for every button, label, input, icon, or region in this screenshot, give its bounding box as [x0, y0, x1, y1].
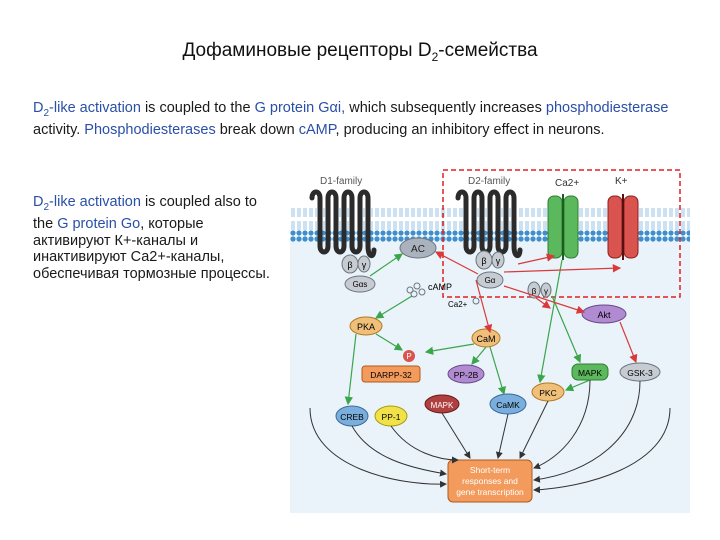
d1-family-label: D1-family — [320, 176, 362, 187]
outcome-line-3: gene transcription — [456, 487, 524, 497]
pp2b-label: PP-2B — [454, 370, 479, 380]
d2-beta-label: β — [481, 256, 486, 266]
gamma2-node — [540, 282, 552, 298]
d1-gamma — [357, 255, 371, 273]
phospho-label: P — [406, 352, 411, 361]
phosphodiesterase-link: phosphodiesterase — [545, 100, 669, 116]
gsk3-label: GSK-3 — [627, 368, 653, 378]
akt-node — [581, 304, 627, 324]
pkc-label: PKC — [539, 388, 556, 398]
camp-link: cAMP — [298, 121, 336, 138]
ca-channel-label: Ca2+ — [555, 178, 579, 189]
cam-label: CaM — [476, 334, 495, 344]
outcome-box — [447, 459, 533, 503]
gai-label: Gα — [485, 276, 496, 285]
description-paragraph: D2-like activation is coupled to the G p… — [33, 100, 669, 138]
darpp-node — [361, 365, 421, 383]
d2-highlight-box — [442, 169, 681, 298]
camp-label: cAMP — [428, 282, 452, 292]
darpp-label: DARPP-32 — [370, 370, 412, 380]
gamma2-label: γ — [544, 287, 548, 296]
go-protein-link: G protein Go — [57, 216, 141, 233]
beta2-label: β — [532, 287, 537, 296]
side-paragraph: D2-like activation is coupled also to th… — [33, 194, 270, 282]
mapk-label: MAPK — [578, 368, 602, 378]
d2-gamma-label: γ — [496, 256, 501, 266]
phosphodiesterases-link: Phosphodiesterases — [84, 121, 216, 138]
pka-label: PKA — [357, 322, 375, 332]
activation-arrows — [344, 253, 591, 406]
pka-node — [349, 316, 383, 336]
d2-gamma — [491, 251, 505, 269]
ac-label: AC — [411, 244, 425, 255]
d2-receptor — [455, 189, 523, 258]
beta2-node — [527, 281, 541, 299]
d2-term: D2-like activation — [33, 100, 141, 119]
outcome-line-2: responses and — [462, 476, 518, 486]
pp1-label: PP-1 — [382, 412, 401, 422]
ca-ion-label: Ca2+ — [448, 300, 468, 309]
pp2b-node — [447, 364, 485, 384]
gas-label: Gαs — [353, 280, 368, 289]
outcome-line-1: Short-term — [470, 465, 510, 475]
d1-gamma-label: γ — [362, 260, 367, 270]
ca-ion-dot — [472, 297, 480, 305]
dopamine-signaling-diagram: D1-family D2-family Ca2+ K+ AC β γ Gαs β… — [290, 168, 690, 513]
d2-family-label: D2-family — [468, 176, 510, 187]
d1-receptor — [309, 189, 377, 258]
potassium-channel — [607, 194, 639, 260]
creb-label: CREB — [340, 412, 364, 422]
mapk-dark-label: MAPK — [431, 401, 454, 410]
k-channel-label: K+ — [615, 176, 628, 187]
ac-node — [399, 237, 437, 259]
gas-node — [344, 275, 376, 293]
gai-node — [476, 271, 504, 289]
d1-beta-label: β — [347, 260, 352, 270]
camp-molecules — [406, 282, 426, 298]
inhibition-arrows — [434, 251, 638, 364]
outcome-arrows — [309, 379, 671, 494]
calcium-channel — [547, 194, 579, 260]
slide-title: Дофаминовые рецепторы D2-семейства — [182, 40, 538, 64]
camk-label: CaMK — [496, 400, 520, 410]
akt-label: Akt — [597, 310, 611, 320]
phospho-node — [403, 350, 415, 362]
g-protein-link: G protein Gαi, — [254, 100, 346, 116]
